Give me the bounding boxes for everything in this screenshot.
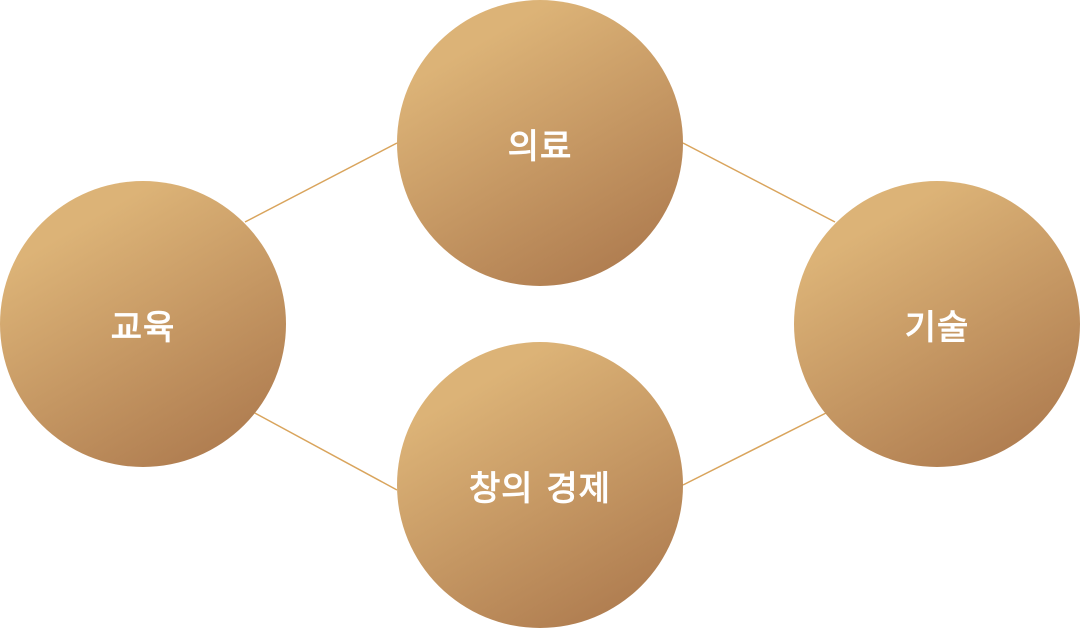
connector-creative-technology [682, 411, 829, 486]
node-education: 교육 [0, 181, 286, 467]
node-technology: 기술 [794, 181, 1080, 467]
node-creative-economy: 창의 경제 [397, 342, 683, 628]
node-education-label: 교육 [110, 307, 176, 348]
node-creative-economy-label: 창의 경제 [469, 468, 611, 509]
connector-education-medical [244, 142, 398, 223]
connector-education-creative [252, 411, 398, 491]
node-medical: 의료 [397, 0, 683, 286]
node-technology-label: 기술 [904, 307, 970, 348]
connector-medical-technology [682, 142, 836, 223]
node-medical-label: 의료 [507, 126, 573, 167]
